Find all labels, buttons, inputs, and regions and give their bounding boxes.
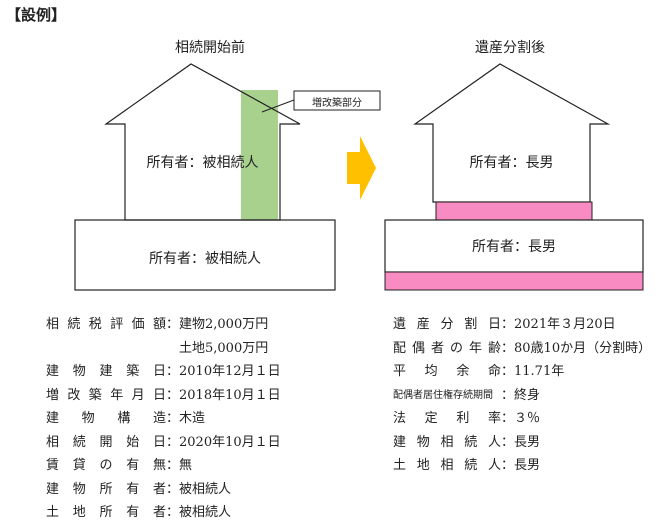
callout-label: 増改築部分 — [312, 98, 362, 109]
info-value: 80歳10か月（分割時） — [514, 340, 652, 356]
info-row: 土地所有者：被相続人 — [46, 501, 281, 525]
info-label: 増改築年月日 — [46, 387, 166, 403]
info-label: 法定利率 — [393, 411, 501, 426]
right-info-list: 遺産分割日：2021年３月20日 配偶者の年齢：80歳10か月（分割時） 平均余… — [393, 313, 651, 478]
info-row: 土地5,000万円 — [46, 337, 281, 361]
info-row: 建物所有者：被相続人 — [46, 478, 281, 502]
before-base — [74, 219, 336, 291]
info-value: 無 — [179, 458, 193, 473]
info-label: 土地相続人 — [393, 458, 501, 473]
info-label: 遺産分割日 — [393, 317, 501, 332]
info-value: 建物2,000万円 — [179, 317, 269, 332]
info-row: 平均余命：11.71年 — [393, 360, 651, 384]
info-row: 法定利率：３％ — [393, 407, 651, 431]
callout-line — [261, 99, 295, 113]
extension-area — [241, 90, 278, 220]
info-label: 建物建築日 — [46, 364, 166, 379]
before-caption: 相続開始前 — [175, 40, 245, 56]
after-house-outline — [413, 63, 611, 203]
info-label: 建物所有者 — [46, 481, 166, 497]
info-row: 相続開始日：2020年10月１日 — [46, 431, 281, 455]
info-row: 建物構造：木造 — [46, 407, 281, 431]
info-label: 平均余命 — [393, 364, 501, 379]
callout-box — [293, 90, 381, 111]
after-caption: 遺産分割後 — [475, 40, 545, 56]
before-house — [104, 63, 381, 221]
info-value: 2021年３月20日 — [514, 317, 616, 332]
info-label: 相続税評価額 — [46, 317, 166, 332]
after-base-highlight — [384, 271, 644, 291]
info-label: 賃貸の有無 — [46, 458, 166, 473]
info-label: 建物構造 — [46, 411, 166, 426]
info-label: 相続開始日 — [46, 434, 166, 450]
after-house — [413, 63, 611, 221]
info-value: 2020年10月１日 — [179, 434, 281, 450]
info-label: 建物相続人 — [393, 434, 501, 450]
info-value: 2018年10月１日 — [179, 387, 281, 403]
info-row: 遺産分割日：2021年３月20日 — [393, 313, 651, 337]
scene-diagram — [74, 63, 644, 291]
info-row: 土地相続人：長男 — [393, 454, 651, 478]
info-label — [46, 337, 166, 361]
info-label: 配偶者の年齢 — [393, 340, 501, 356]
info-value: 2010年12月１日 — [179, 364, 281, 379]
after-base-owner: 所有者：長男 — [472, 239, 556, 255]
info-value: 長男 — [514, 434, 541, 450]
info-value: 長男 — [514, 458, 541, 473]
info-label: 配偶者居住権存続期間 — [393, 389, 493, 401]
info-row: 建物建築日：2010年12月１日 — [46, 360, 281, 384]
left-info-list: 相続税評価額：建物2,000万円 土地5,000万円 建物建築日：2010年12… — [46, 313, 281, 525]
before-house-outline — [104, 63, 301, 221]
info-value: 土地5,000万円 — [179, 340, 269, 356]
info-value: 11.71年 — [514, 364, 565, 379]
info-row: 相続税評価額：建物2,000万円 — [46, 313, 281, 337]
before-base-owner: 所有者：被相続人 — [149, 251, 261, 267]
info-value: 終身 — [514, 387, 541, 403]
info-row: 配偶者の年齢：80歳10か月（分割時） — [393, 337, 651, 361]
before-house-owner: 所有者：被相続人 — [146, 155, 259, 171]
arrow-right-icon — [347, 136, 376, 200]
info-label: 土地所有者 — [46, 505, 166, 520]
info-row: 増改築年月日：2018年10月１日 — [46, 384, 281, 408]
info-value: 被相続人 — [179, 481, 232, 497]
info-value: 木造 — [179, 411, 206, 426]
info-row: 賃貸の有無：無 — [46, 454, 281, 478]
after-house-owner: 所有者：長男 — [469, 155, 554, 171]
heading: 【設例】 — [6, 6, 67, 24]
after-house-highlight — [435, 201, 593, 221]
info-value: 被相続人 — [179, 505, 232, 520]
info-value: ３％ — [514, 411, 541, 426]
info-row: 建物相続人：長男 — [393, 431, 651, 455]
info-row: 配偶者居住権存続期間：終身 — [393, 384, 651, 408]
